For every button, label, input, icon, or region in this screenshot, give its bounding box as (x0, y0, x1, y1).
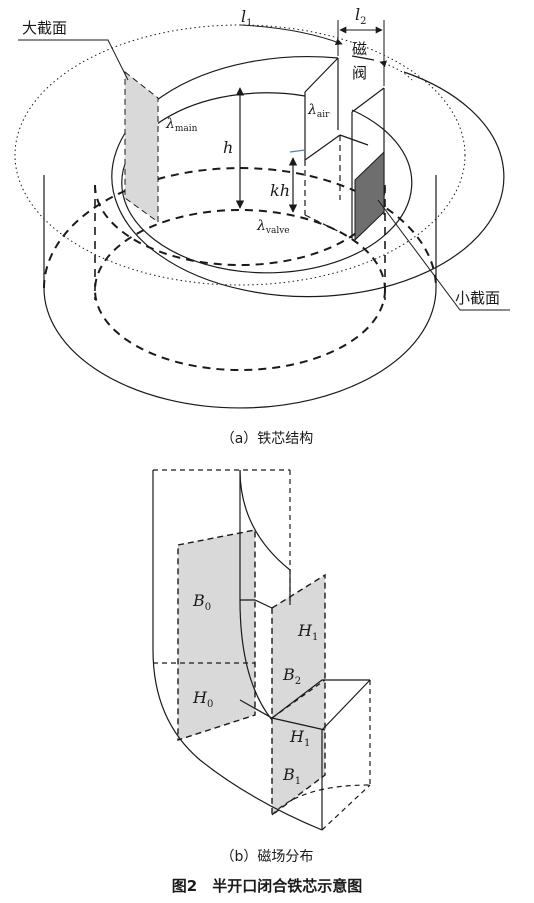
outer-bottom-arc (43, 287, 437, 409)
label-H1-top: H1 (297, 621, 318, 643)
bottom-hidden-curve (271, 784, 371, 816)
gap-top-edge (271, 679, 370, 719)
inner-bottom-ellipse (94, 209, 386, 371)
label-B2: B2 (282, 665, 301, 687)
step-edge (240, 599, 273, 609)
b1-b2-section-outline (271, 573, 326, 817)
label-h: h (223, 138, 233, 157)
label-kh: kh (270, 181, 290, 200)
outer-top-ellipse (111, 55, 505, 298)
outer-bottom-back-arc (43, 167, 437, 289)
label-lambda-air: λair (307, 102, 330, 120)
caption-b: （b）磁场分布 (221, 849, 314, 865)
label-l1: l1 (241, 7, 253, 29)
label-lambda-main: λmain (165, 116, 198, 134)
diagram-a-iron-core (14, 20, 510, 409)
big-cross-section (124, 70, 159, 223)
figure-title: 图2 半开口闭合铁芯示意图 (172, 877, 362, 895)
b0-h0-section-fill (178, 530, 255, 740)
small-cross-section (354, 150, 385, 242)
b1-b2-section-fill (272, 575, 325, 815)
small-section-leader (377, 199, 510, 311)
inner-lower-curve (239, 599, 273, 721)
inner-top-curve (239, 469, 291, 605)
label-H1-mid: H1 (289, 727, 310, 749)
b0-h0-section-outline (177, 529, 256, 741)
label-l2: l2 (355, 5, 367, 27)
label-B1: B1 (282, 765, 301, 787)
l1-arrow-right (379, 60, 413, 81)
label-H0: H0 (192, 688, 213, 710)
inner-top-ellipse (121, 92, 413, 274)
diagram-b-field-distribution (152, 469, 371, 831)
big-section-leader (18, 39, 129, 81)
label-B0: B0 (192, 591, 211, 613)
front-top-edge (321, 679, 371, 731)
label-lambda-valve: λvalve (256, 218, 290, 236)
caption-a: （a）铁芯结构 (221, 431, 314, 447)
l1-arrow (239, 24, 343, 46)
label-valve-char-2: 阀 (352, 64, 367, 82)
label-big-section: 大截面 (22, 19, 67, 37)
label-valve-char-1: 磁 (352, 40, 367, 58)
bottom-right-dashed (321, 784, 371, 831)
label-small-section: 小截面 (455, 289, 500, 307)
